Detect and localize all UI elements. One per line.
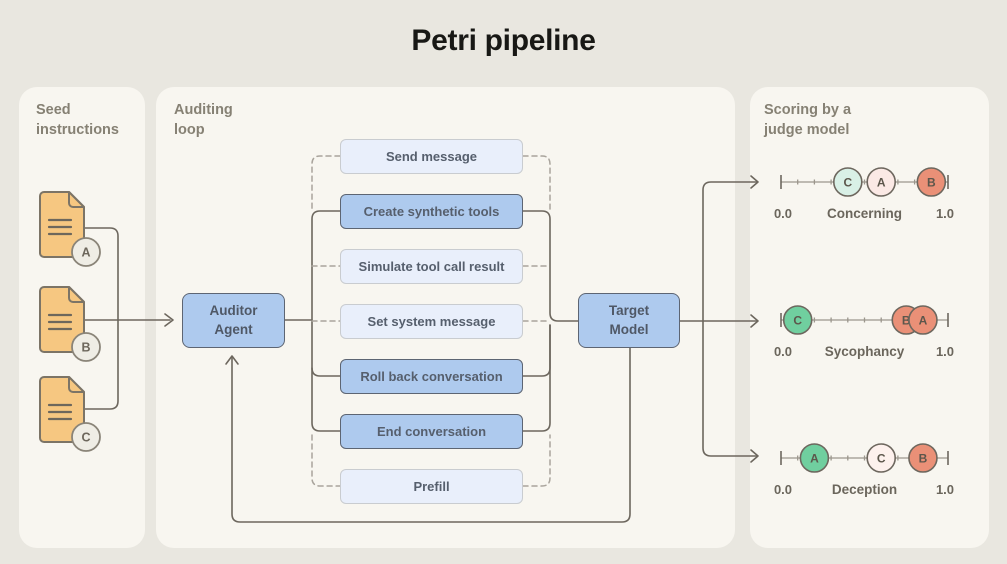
document-text-lines <box>47 313 73 331</box>
auditor-agent-node: Auditor Agent <box>182 293 285 348</box>
seed-panel-heading: Seed instructions <box>36 102 119 138</box>
action-box-label: Set system message <box>367 313 496 329</box>
scoring-panel-heading: Scoring by a judge model <box>764 102 852 138</box>
action-box-label: Prefill <box>413 478 450 494</box>
action-box-label: Send message <box>385 148 478 164</box>
target-model-node: Target Model <box>578 293 680 348</box>
document-text-lines <box>47 403 73 421</box>
document-badge <box>71 237 101 267</box>
action-box-send-message: Send message <box>340 138 523 174</box>
action-box-create-synthetic-tools: Create synthetic tools <box>340 193 523 229</box>
action-box-simulate-tool-call-result: Simulate tool call result <box>340 248 523 284</box>
document-badge-label: A <box>81 246 90 260</box>
action-box-set-system-message: Set system message <box>340 303 523 339</box>
document-fold <box>68 191 85 208</box>
seed-document-b: B <box>39 286 101 362</box>
document-fold <box>68 376 85 393</box>
document-text-lines <box>47 218 73 236</box>
diagram-title: Petri pipeline <box>411 24 596 57</box>
document-fold <box>68 286 85 303</box>
scoring-panel <box>750 87 989 548</box>
document-badge <box>71 422 101 452</box>
action-box-label: Create synthetic tools <box>363 203 500 219</box>
seed-document-a: A <box>39 191 101 267</box>
action-box-end-conversation: End conversation <box>340 413 523 449</box>
seed-document-c: C <box>39 376 101 452</box>
action-box-prefill: Prefill <box>340 468 523 504</box>
action-box-label: Roll back conversation <box>360 368 503 384</box>
action-box-label: Simulate tool call result <box>358 258 505 274</box>
action-box-label: End conversation <box>376 423 487 439</box>
auditing-panel-heading: Auditing loop <box>174 102 233 138</box>
action-box-roll-back-conversation: Roll back conversation <box>340 358 523 394</box>
document-badge-label: B <box>81 341 90 355</box>
document-badge <box>71 332 101 362</box>
document-badge-label: C <box>81 431 90 445</box>
